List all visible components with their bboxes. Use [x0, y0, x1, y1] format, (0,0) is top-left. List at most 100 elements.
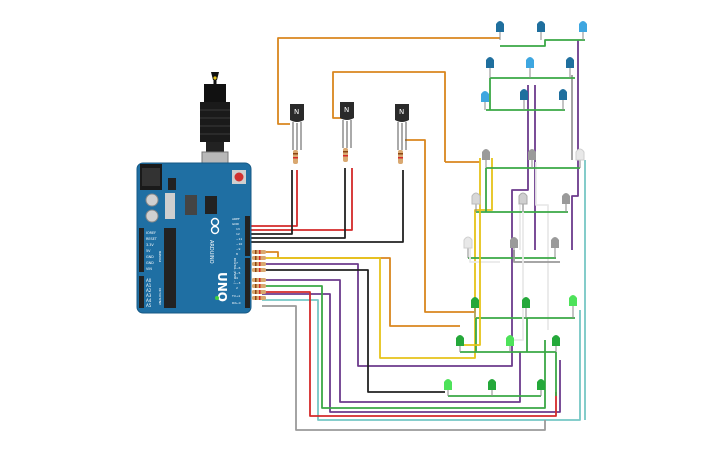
- wire-black-board: [262, 269, 445, 393]
- left-label-5: GND: [146, 261, 154, 265]
- led-gray[interactable]: [528, 149, 536, 168]
- led-white[interactable]: [575, 148, 585, 168]
- analog-label-2: A2: [146, 288, 152, 293]
- right-label-9: ~6: [236, 266, 241, 270]
- led-green[interactable]: [488, 379, 496, 396]
- right-label-0: AREF: [232, 217, 240, 221]
- led-blue[interactable]: [537, 21, 545, 40]
- right-label-15: RX←0: [232, 301, 241, 305]
- icsp-header: [205, 196, 217, 214]
- led-gray[interactable]: [482, 149, 490, 168]
- resistor[interactable]: [252, 262, 266, 266]
- analog-label-5: A5: [146, 303, 152, 308]
- led-blue[interactable]: [496, 21, 504, 40]
- wire-red-2: [248, 168, 353, 231]
- right-label-3: 12: [236, 232, 240, 236]
- transistor-label: N: [344, 106, 349, 114]
- led-light-blue[interactable]: [481, 91, 489, 110]
- right-label-7: 8: [236, 252, 238, 256]
- left-label-1: RESET: [146, 237, 158, 241]
- wire-purple-2: [262, 279, 521, 403]
- wire-white-row: [469, 246, 500, 263]
- board-brand: ARDUINO: [208, 240, 214, 264]
- left-header-labels: IOREF RESET 3.3V 5V GND GND VIN: [146, 231, 158, 271]
- led-white[interactable]: [463, 236, 473, 258]
- right-label-10: ~5: [236, 271, 241, 275]
- wire-col-purple-2: [571, 40, 579, 250]
- led-layer-white: [463, 148, 585, 258]
- usb-plug-black: [204, 84, 226, 102]
- right-label-8: 7: [236, 261, 238, 265]
- led-green[interactable]: [471, 297, 479, 318]
- wires: [248, 37, 586, 431]
- led-layer-blue: [481, 21, 587, 110]
- led-blue[interactable]: [566, 57, 574, 78]
- wire-purple-1: [262, 85, 529, 367]
- wire-gray: [262, 305, 546, 431]
- resistor[interactable]: [343, 148, 348, 162]
- wire-red-bottom: [262, 291, 557, 417]
- left-label-3: 5V: [146, 249, 151, 253]
- resistor[interactable]: [252, 296, 266, 300]
- led-gray[interactable]: [562, 193, 570, 212]
- left-label-0: IOREF: [146, 231, 156, 235]
- analog-label-3: A3: [146, 293, 152, 298]
- wire-orange-top: [277, 37, 500, 125]
- analog-label-0: A0: [146, 278, 152, 283]
- resistor[interactable]: [252, 250, 266, 254]
- transistor-label: N: [399, 108, 404, 116]
- led-white[interactable]: [518, 192, 528, 212]
- wire-col-white: [535, 162, 549, 330]
- transistor-2[interactable]: N: [340, 102, 354, 148]
- transistor-1[interactable]: N: [290, 104, 304, 150]
- led-blue[interactable]: [486, 57, 494, 78]
- right-label-6: ~9: [236, 247, 241, 251]
- resistor[interactable]: [252, 256, 266, 260]
- wire-black-1: [248, 170, 293, 235]
- right-label-11: 4: [236, 276, 238, 280]
- resistor[interactable]: [398, 150, 403, 164]
- led-bright-green[interactable]: [444, 379, 452, 396]
- led-blue[interactable]: [520, 89, 528, 110]
- wire-orange-low: [405, 139, 476, 313]
- wire-red-1: [248, 170, 298, 227]
- led-light-blue[interactable]: [526, 57, 534, 78]
- wire-gray-row: [513, 250, 560, 263]
- wire-orange-mid: [332, 71, 446, 162]
- right-label-2: 13: [236, 227, 240, 231]
- resistor[interactable]: [252, 278, 266, 282]
- analog-label-1: A1: [146, 283, 152, 288]
- led-green[interactable]: [537, 379, 545, 396]
- led-green[interactable]: [552, 335, 560, 352]
- led-green[interactable]: [456, 335, 464, 352]
- left-label-4: GND: [146, 255, 154, 259]
- wire-black-3: [248, 170, 404, 243]
- transistor-3[interactable]: N: [395, 104, 409, 150]
- wire-teal: [262, 299, 581, 421]
- resistor[interactable]: [252, 290, 266, 294]
- led-gray[interactable]: [551, 237, 559, 258]
- arduino-board[interactable]: IOREF RESET 3.3V 5V GND GND VIN A0 A1 A2…: [136, 72, 252, 314]
- led-layer-green: [444, 295, 577, 396]
- right-label-1: GND: [232, 222, 240, 226]
- led-white[interactable]: [471, 192, 481, 212]
- led-light-blue[interactable]: [579, 21, 587, 40]
- led-bright-green[interactable]: [569, 295, 577, 318]
- digital-header-top: [245, 216, 250, 256]
- power-header: [139, 228, 144, 272]
- resistor[interactable]: [293, 150, 298, 164]
- right-label-14: TX→1: [231, 294, 240, 298]
- left-label-2: 3.3V: [146, 243, 154, 247]
- led-bright-green[interactable]: [506, 335, 514, 352]
- resistor[interactable]: [252, 284, 266, 288]
- right-label-5: ~10: [236, 242, 242, 246]
- led-green[interactable]: [522, 297, 530, 318]
- usb-cable-tip: [211, 72, 219, 80]
- board-resistors: [252, 250, 266, 300]
- resistor[interactable]: [252, 268, 266, 272]
- led-gray[interactable]: [510, 237, 518, 258]
- analog-header: [139, 276, 144, 308]
- led-blue[interactable]: [559, 89, 567, 110]
